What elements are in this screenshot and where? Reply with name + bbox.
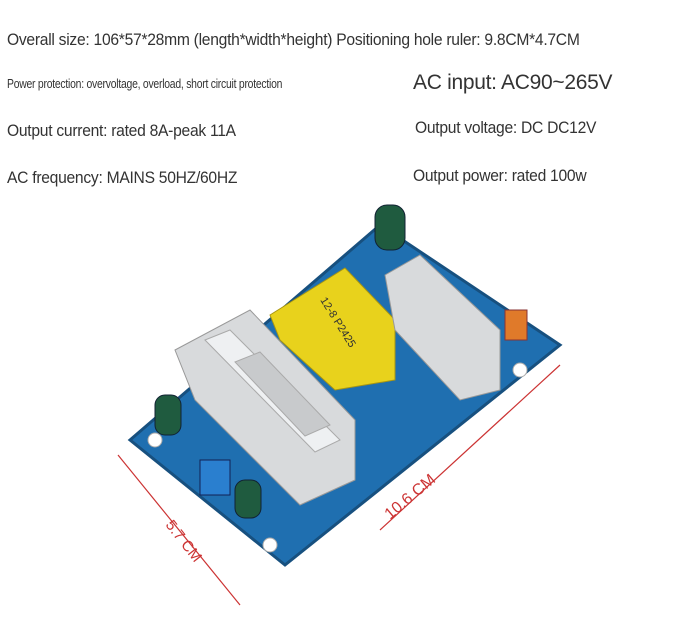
- spec-ac-input: AC input: AC90~265V: [413, 71, 613, 94]
- spec-power-protection: Power protection: overvoltage, overload,…: [7, 76, 283, 91]
- dimension-lines: [117, 364, 561, 606]
- heatsink-right: [384, 254, 501, 401]
- transformer: 12-8 P2425: [269, 267, 396, 391]
- capacitor: [234, 479, 262, 519]
- spec-ac-frequency: AC frequency: MAINS 50HZ/60HZ: [7, 168, 238, 187]
- spec-output-voltage: Output voltage: DC DC12V: [415, 118, 597, 137]
- spec-output-current: Output current: rated 8A-peak 11A: [7, 121, 236, 140]
- spec-overall-size: Overall size: 106*57*28mm (length*width*…: [7, 30, 580, 49]
- capacitor: [374, 204, 406, 251]
- terminal-block-input: [504, 309, 528, 341]
- spec-output-power: Output power: rated 100w: [413, 166, 587, 185]
- dimension-width-label: 5.7 CM: [162, 517, 205, 566]
- heatsink-left: [174, 309, 356, 506]
- power-supply-board-image: 12-8 P2425 5.7 CM 10.6 CM: [117, 204, 563, 606]
- capacitor: [154, 394, 182, 436]
- terminal-block-output: [199, 459, 231, 496]
